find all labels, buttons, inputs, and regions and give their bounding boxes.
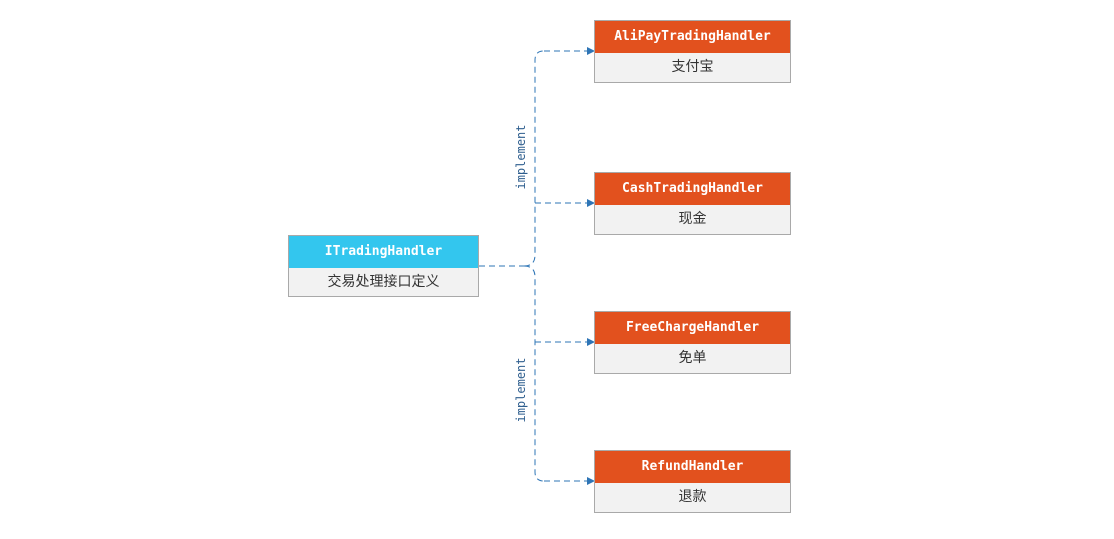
- impl-description: 支付宝: [671, 59, 714, 75]
- upper-relation-label: implement: [514, 124, 528, 190]
- impl-name: AliPayTradingHandler: [595, 21, 790, 53]
- impl-name: CashTradingHandler: [595, 173, 790, 205]
- impl-box-freecharge[interactable]: FreeChargeHandler 免单: [594, 311, 791, 374]
- lower-relation-label: implement: [514, 357, 528, 423]
- impl-description: 现金: [678, 211, 707, 227]
- connector-brace-lower: [523, 265, 545, 482]
- impl-name: FreeChargeHandler: [595, 312, 790, 344]
- interface-name: ITradingHandler: [289, 236, 478, 268]
- impl-box-refund[interactable]: RefundHandler 退款: [594, 450, 791, 513]
- interface-box[interactable]: ITradingHandler 交易处理接口定义: [288, 235, 479, 297]
- impl-description: 免单: [678, 350, 707, 366]
- impl-name: RefundHandler: [595, 451, 790, 483]
- interface-description: 交易处理接口定义: [327, 274, 440, 290]
- impl-box-alipay[interactable]: AliPayTradingHandler 支付宝: [594, 20, 791, 83]
- impl-box-cash[interactable]: CashTradingHandler 现金: [594, 172, 791, 235]
- impl-description: 退款: [678, 489, 707, 505]
- connector-brace: [523, 50, 545, 267]
